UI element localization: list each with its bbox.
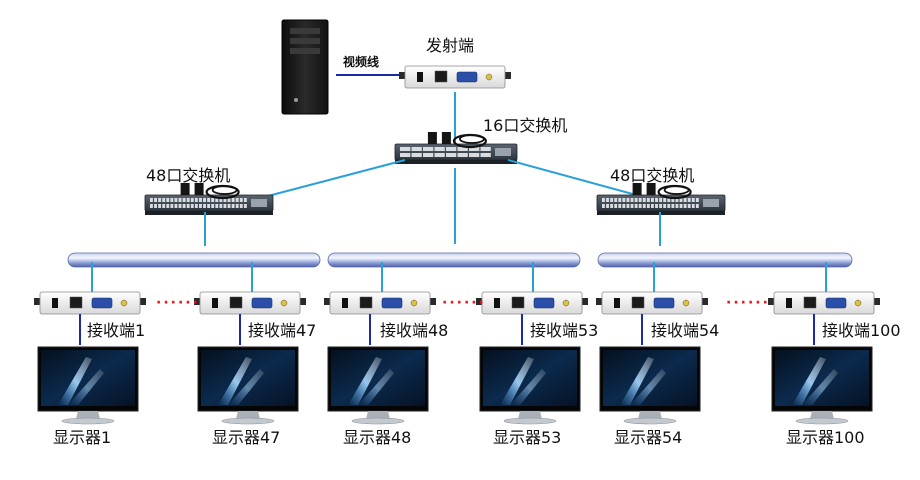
monitor-label: 显示器53	[493, 428, 562, 447]
transmitter-device	[399, 65, 511, 89]
receiver-label: 接收端47	[248, 321, 317, 340]
bus-tube-left	[67, 252, 321, 268]
switch-left-device	[144, 183, 274, 215]
core-switch	[394, 132, 518, 164]
switch-left-label: 48口交换机	[146, 166, 231, 185]
switch-right-device	[596, 183, 726, 215]
pc-tower	[281, 19, 329, 115]
monitor-label: 显示器47	[212, 428, 281, 447]
switch-right-label: 48口交换机	[610, 166, 695, 185]
video-cable-label: 视频线	[343, 55, 380, 69]
receiver-device	[194, 291, 306, 315]
receiver-device	[476, 291, 588, 315]
monitor-label: 显示器48	[343, 428, 412, 447]
ellipsis-dots: ······	[726, 295, 770, 311]
monitor-device	[479, 346, 581, 425]
monitor-device	[771, 346, 873, 425]
link-core-right	[507, 159, 641, 197]
receiver-label: 接收端1	[87, 321, 146, 340]
bus-tube-right	[597, 252, 853, 268]
core-switch-label: 16口交换机	[483, 116, 568, 135]
monitor-label: 显示器1	[53, 428, 112, 447]
monitor-device	[599, 346, 701, 425]
link-core-left	[267, 159, 406, 197]
transmitter-label: 发射端	[426, 36, 475, 55]
monitor-label: 显示器54	[614, 428, 683, 447]
switch-48-left	[144, 183, 274, 215]
monitor-device	[37, 346, 139, 425]
receiver-label: 接收端53	[530, 321, 599, 340]
receiver-device	[34, 291, 146, 315]
ellipsis-dots: ······	[442, 295, 486, 311]
monitor-device	[197, 346, 299, 425]
receiver-label: 接收端48	[380, 321, 449, 340]
receiver-device	[596, 291, 708, 315]
receiver-device	[768, 291, 880, 315]
monitor-device	[327, 346, 429, 425]
core-switch-device	[394, 132, 518, 164]
receiver-device	[324, 291, 436, 315]
receiver-label: 接收端100	[822, 321, 901, 340]
ellipsis-dots: ······	[156, 295, 200, 311]
switch-48-right	[596, 183, 726, 215]
transmitter-box	[399, 65, 511, 89]
monitor-label: 显示器100	[786, 428, 865, 447]
receiver-label: 接收端54	[651, 321, 720, 340]
bus-tube-middle	[327, 252, 581, 268]
